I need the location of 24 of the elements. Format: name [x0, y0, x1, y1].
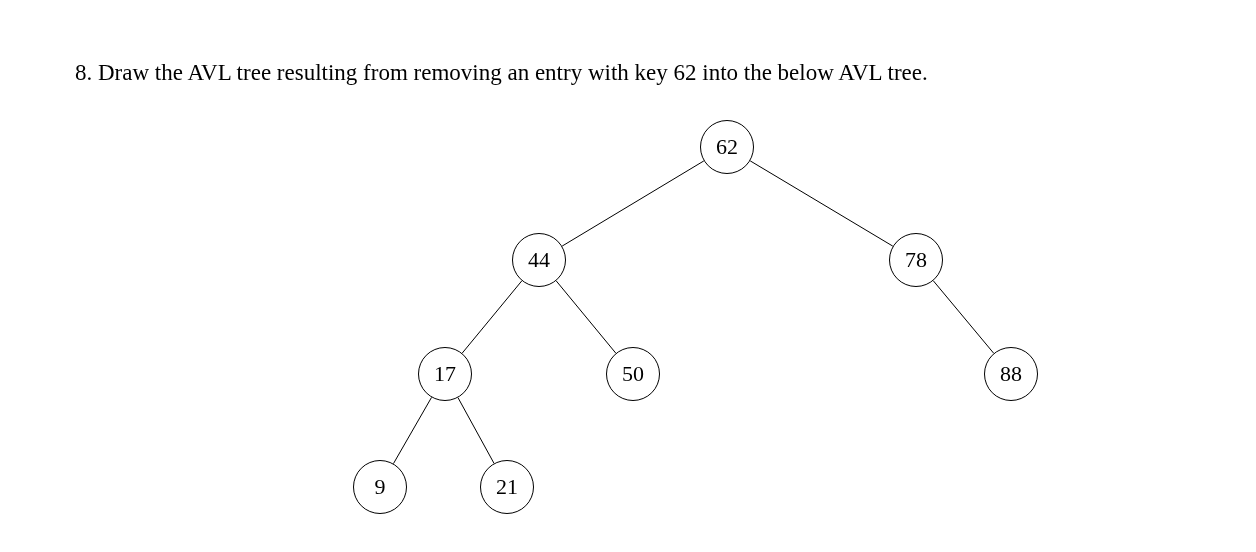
tree-node-circle	[606, 347, 660, 401]
tree-node-circle	[353, 460, 407, 514]
tree-edge	[932, 280, 995, 354]
tree-node-circle	[480, 460, 534, 514]
tree-edge	[392, 396, 433, 465]
tree-edge	[461, 280, 523, 354]
node-key: 44	[528, 249, 550, 271]
node-key: 9	[374, 476, 386, 498]
tree-node-circle	[512, 233, 566, 287]
tree-node-circle	[418, 347, 472, 401]
tree-edge	[561, 160, 705, 247]
node-key: 21	[496, 476, 518, 498]
node-key: 78	[905, 249, 927, 271]
tree-node-circle	[889, 233, 943, 287]
tree-edge	[457, 397, 495, 464]
node-key: 88	[1000, 363, 1022, 385]
node-key: 50	[622, 363, 644, 385]
node-key: 17	[434, 363, 456, 385]
tree-edge	[749, 160, 894, 247]
question-text: 8. Draw the AVL tree resulting from removing an entry with key 62 into the below AVL tree.	[75, 60, 928, 86]
tree-edge	[555, 280, 617, 354]
tree-node-circle	[984, 347, 1038, 401]
node-key: 62	[716, 136, 738, 158]
tree-node-circle	[700, 120, 754, 174]
